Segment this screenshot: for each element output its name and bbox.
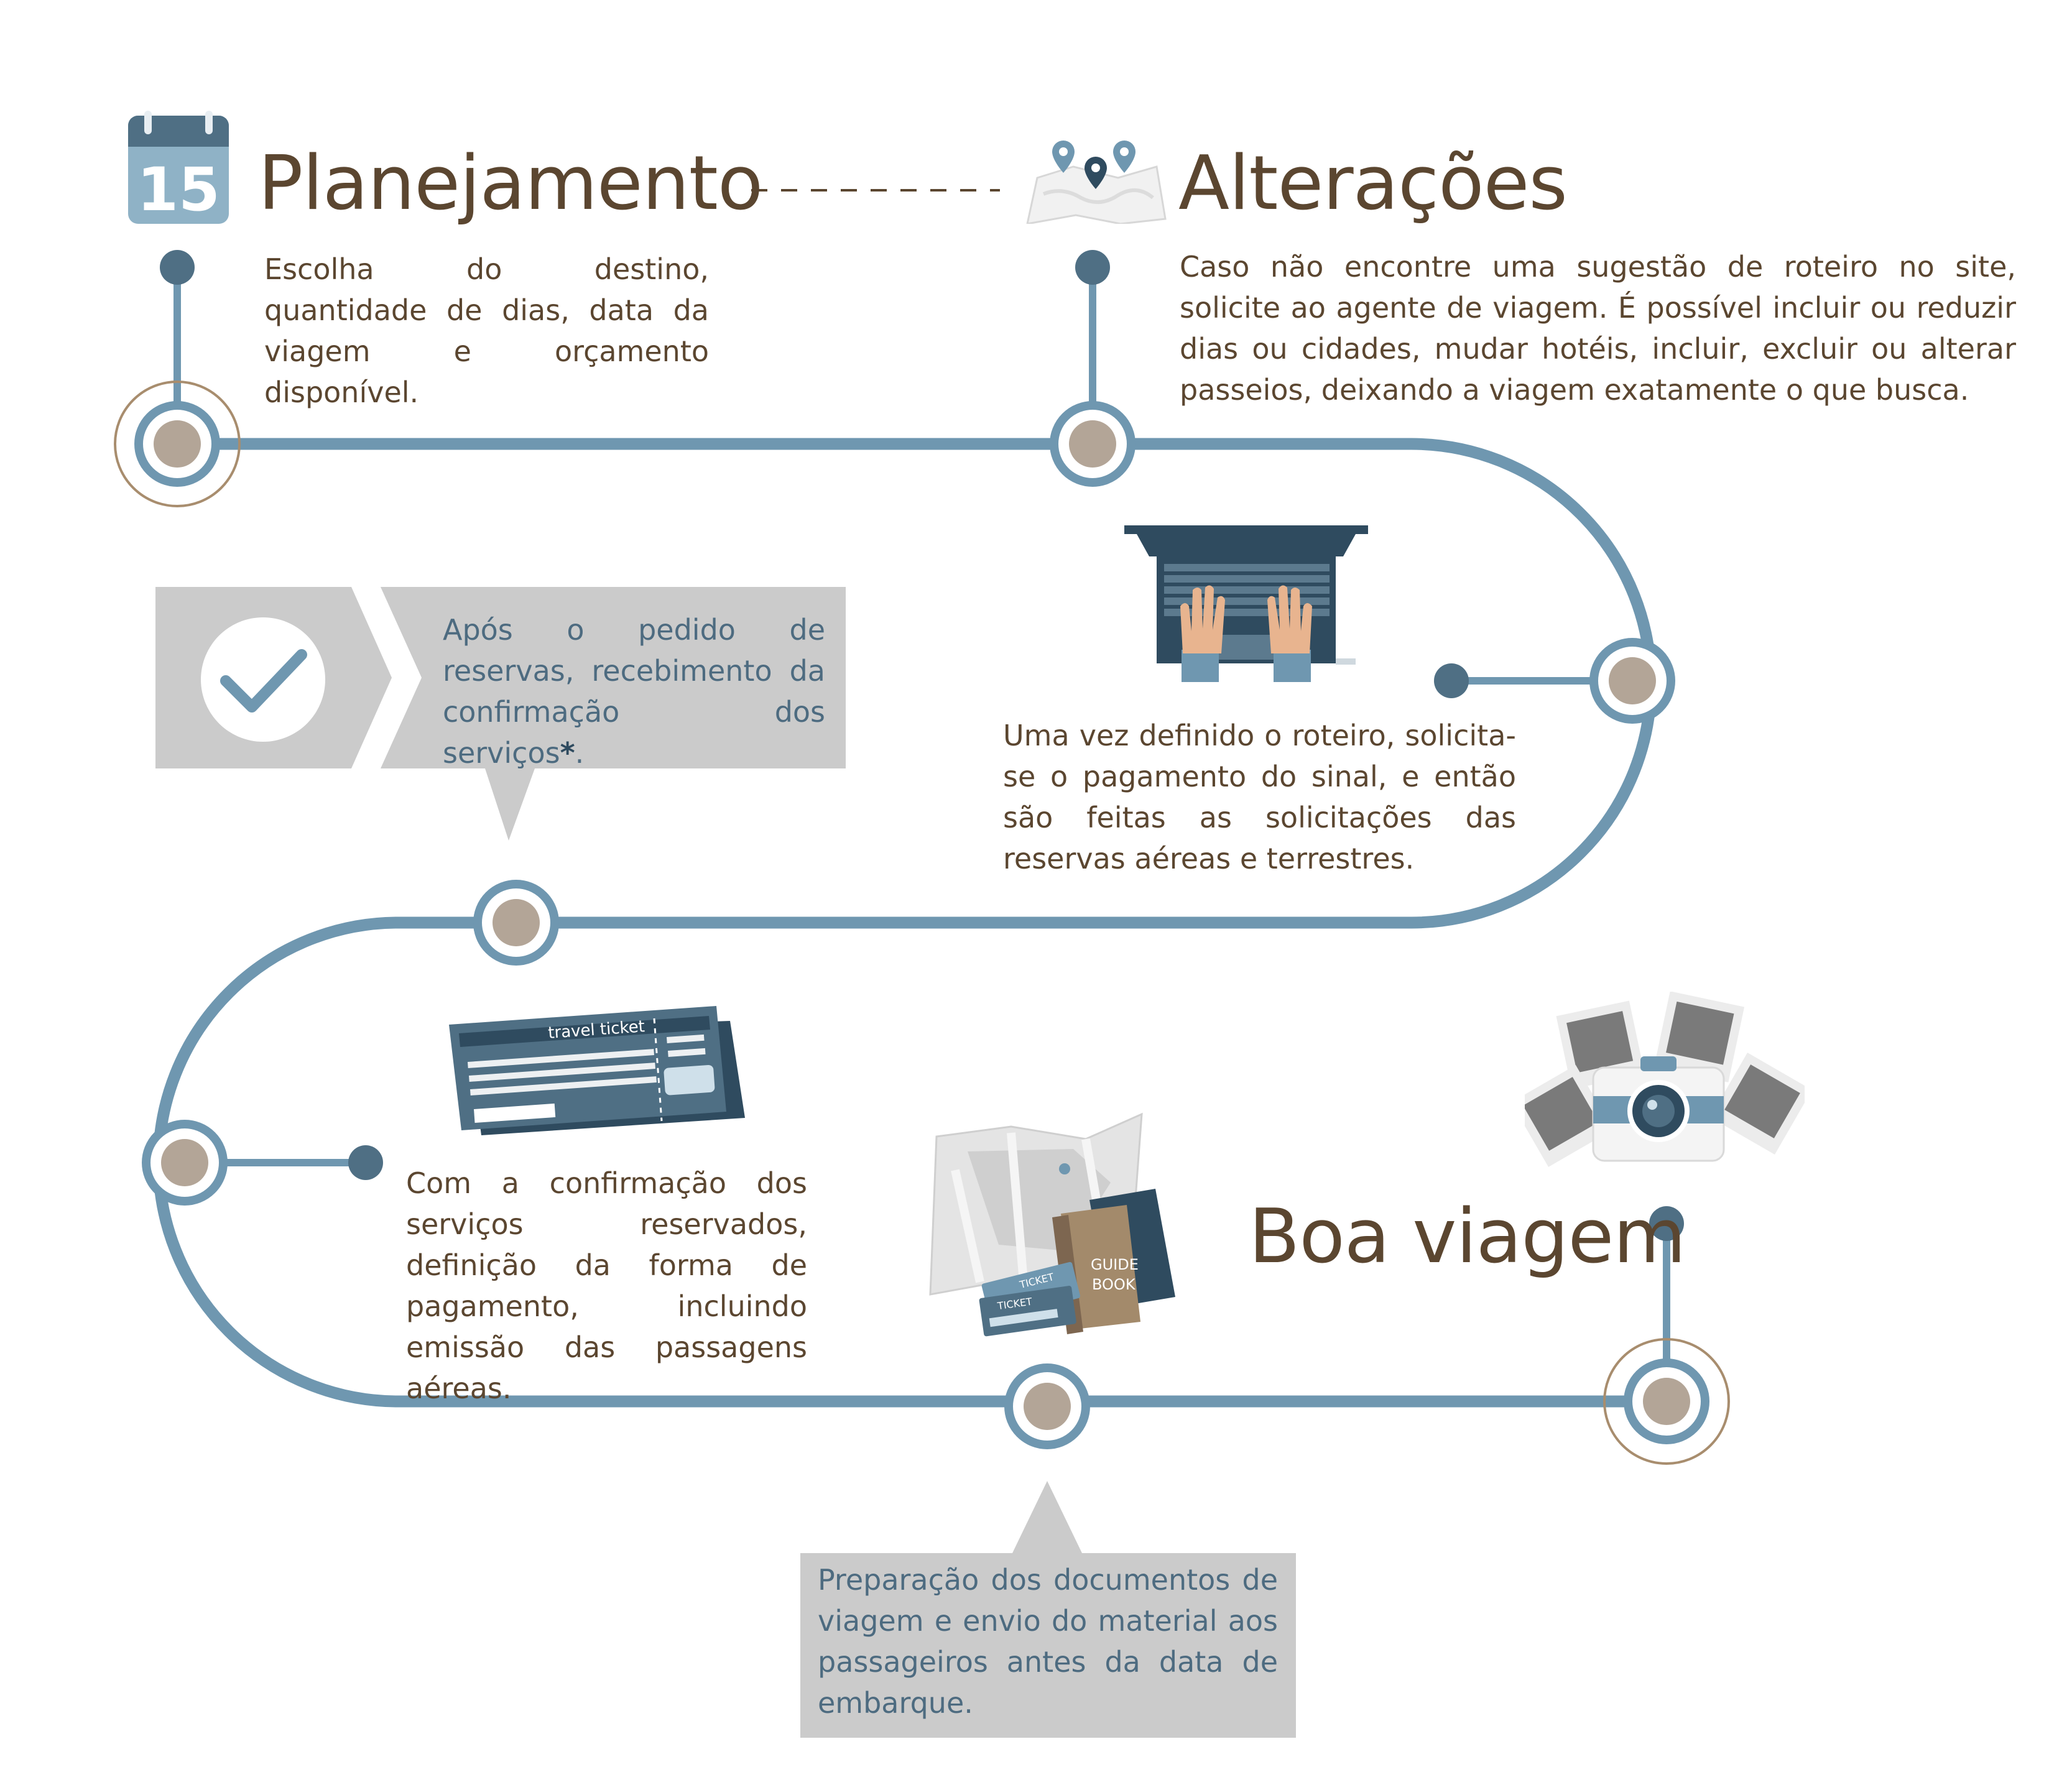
text-planejamento: Escolha do destino, quantidade de dias, … [264, 252, 709, 409]
guide-label-2: BOOK [1092, 1276, 1136, 1293]
text-confirmacao: Após o pedido de reservas, recebimento d… [443, 609, 825, 773]
node-planejamento [114, 381, 241, 507]
documentos-panel [800, 1481, 1296, 1738]
text-documentos: Preparação dos documentos de viagem e en… [818, 1563, 1278, 1720]
node-pagamento-sinal [1589, 638, 1675, 724]
camera-photos-icon [1525, 992, 1805, 1169]
pin-dot-pagamento-sinal [1434, 663, 1469, 698]
pin-dot-emissao [348, 1145, 383, 1180]
map-pins-icon [1025, 138, 1167, 224]
title-planejamento: Planejamento [258, 141, 763, 227]
left-hand [1180, 585, 1225, 682]
title-alteracoes: Alterações [1178, 141, 1568, 227]
laptop-hands-icon [1124, 525, 1368, 688]
text-pagamento-sinal: Uma vez definido o roteiro, solicita-se … [1003, 719, 1516, 875]
node-documentos [1004, 1363, 1090, 1449]
pin-dot-alteracoes [1075, 250, 1110, 285]
guide-label-1: GUIDE [1091, 1256, 1139, 1273]
title-boa-viagem: Boa viagem [1249, 1194, 1686, 1280]
text-confirmacao-main: Após o pedido de reservas, recebimento d… [443, 613, 825, 770]
node-confirmacao [473, 880, 559, 966]
travel-documents-icon: GUIDE BOOK TICKET TICKET [924, 1095, 1182, 1338]
calendar-icon: 15 [128, 111, 229, 224]
road-path [152, 438, 1673, 1408]
node-alteracoes [1050, 401, 1135, 487]
text-confirmacao-end: . [575, 736, 585, 770]
pin-dot-planejamento [160, 250, 195, 285]
node-emissao [142, 1120, 228, 1206]
right-hand [1267, 585, 1312, 682]
calendar-day: 15 [137, 155, 220, 224]
pin-dot-boa-viagem [1649, 1206, 1684, 1241]
check-icon [201, 617, 325, 742]
travel-ticket-icon: travel ticket [449, 1006, 745, 1140]
text-alteracoes: Caso não encontre uma sugestão de roteir… [1180, 250, 2016, 407]
asterisk-mark: * [560, 736, 575, 770]
node-boa-viagem [1603, 1338, 1730, 1465]
text-emissao: Com a confirmação dos serviços reservado… [406, 1166, 807, 1405]
